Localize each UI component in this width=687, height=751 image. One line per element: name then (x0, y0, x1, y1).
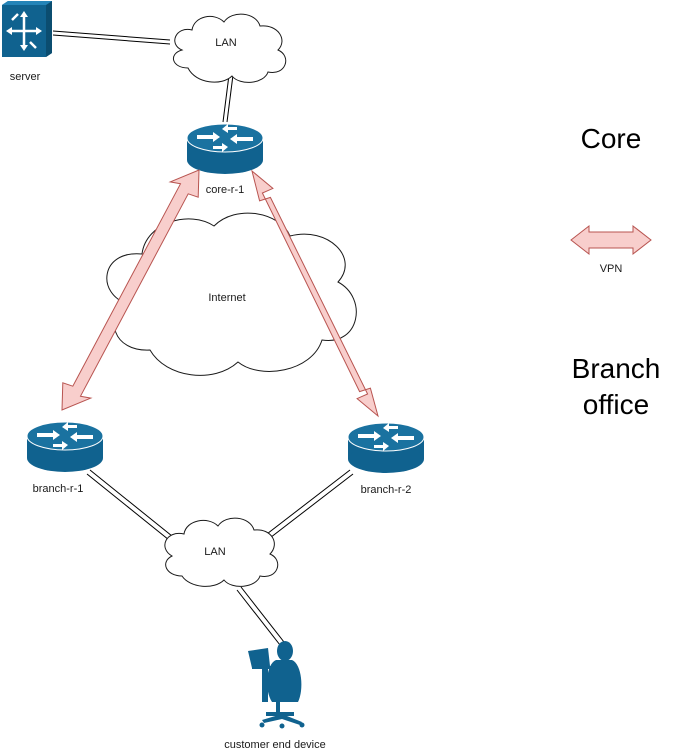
link-branch1-lan (86, 469, 173, 541)
legend-vpn: VPN (570, 224, 652, 275)
core-router-label: core-r-1 (206, 184, 245, 196)
lan-bottom-node[interactable]: LAN (164, 517, 279, 587)
lan-bottom-label: LAN (204, 546, 225, 558)
router-icon (26, 421, 104, 473)
server-node[interactable]: server (2, 1, 52, 83)
cloud-icon (164, 517, 279, 587)
router-icon (347, 422, 425, 474)
double-arrow-icon (570, 224, 652, 256)
legend-vpn-label: VPN (600, 263, 623, 275)
cloud-icon (173, 13, 287, 83)
core-router-node[interactable]: core-r-1 (186, 123, 264, 196)
vpn-arrow-core-branch-2 (251, 169, 379, 418)
customer-label: customer end device (224, 739, 326, 751)
legend-branch-line2: office (583, 389, 649, 420)
legend-core-label: Core (581, 123, 642, 154)
legend-branch-line1: Branch (572, 353, 661, 384)
link-lan-customer (236, 586, 285, 646)
branch-router-1-node[interactable]: branch-r-1 (26, 421, 104, 495)
branch-router-1-label: branch-r-1 (33, 483, 84, 495)
link-branch2-lan (262, 469, 354, 542)
branch-router-2-label: branch-r-2 (361, 484, 412, 496)
internet-node[interactable]: Internet (106, 212, 357, 376)
internet-label: Internet (208, 292, 245, 304)
lan-top-node[interactable]: LAN (173, 13, 287, 83)
server-icon (2, 1, 52, 57)
link-lan-core (222, 74, 234, 123)
vpn-arrow-core-branch-1 (61, 169, 200, 411)
link-server-lan (52, 30, 171, 45)
user-laptop-icon (248, 641, 305, 729)
customer-node[interactable]: customer end device (224, 641, 326, 751)
server-label: server (10, 71, 41, 83)
lan-top-label: LAN (215, 37, 236, 49)
router-icon (186, 123, 264, 175)
branch-router-2-node[interactable]: branch-r-2 (347, 422, 425, 496)
